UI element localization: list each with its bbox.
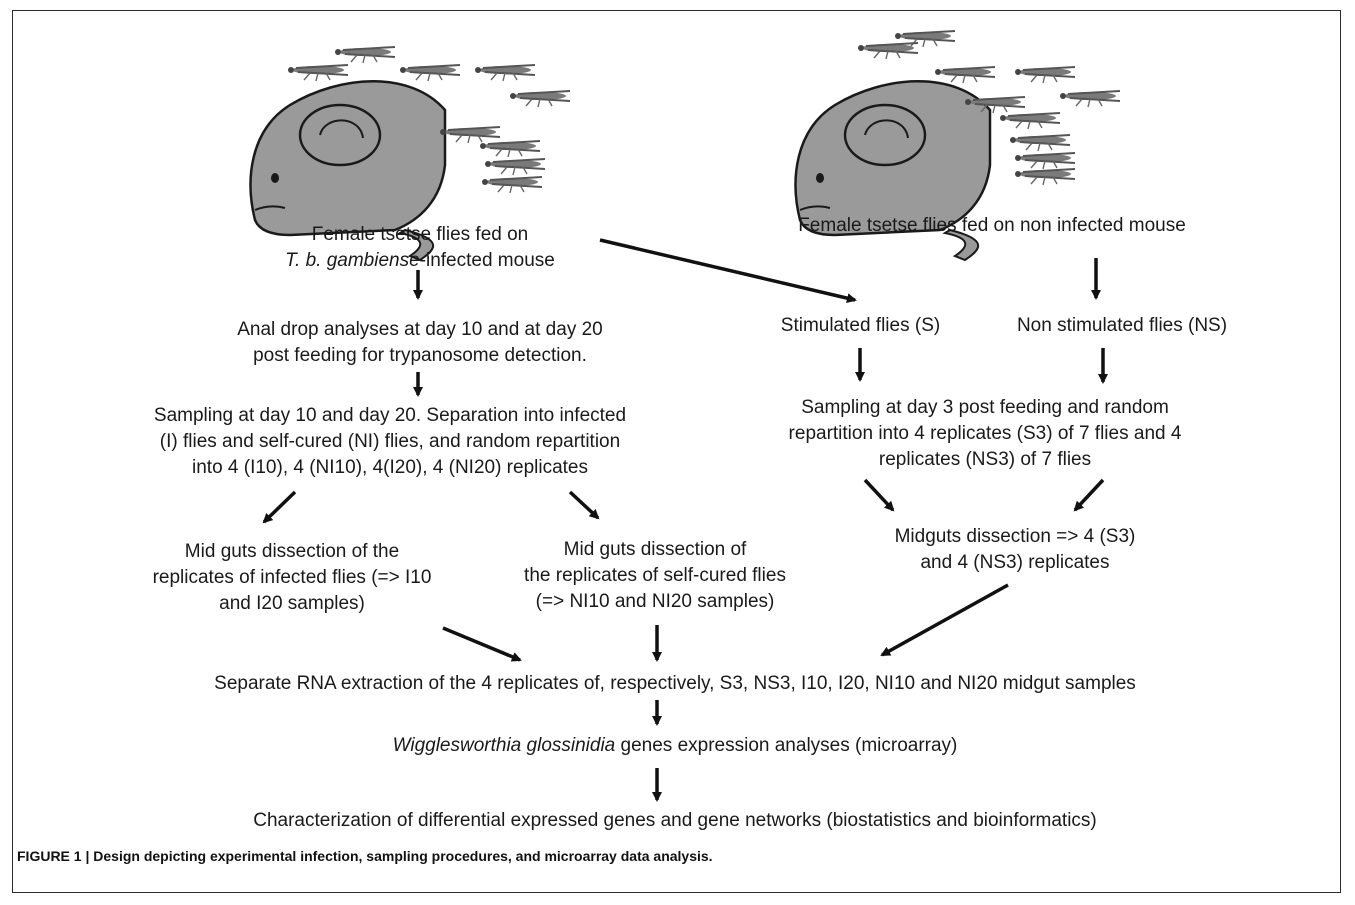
midgut-selfcured-line2: the replicates of self-cured flies: [524, 565, 786, 586]
sampling-infected-label: Sampling at day 10 and day 20. Separatio…: [100, 403, 680, 481]
flow-arrows: [262, 238, 1108, 802]
arrow-sampling-to-midgut-selfcured: [568, 490, 600, 520]
sampling-day3-label: Sampling at day 3 post feeding and rando…: [745, 395, 1225, 473]
infected-feed-line1: Female tsetse flies fed on: [311, 224, 529, 245]
midgut-s3-line2: and 4 (NS3) replicates: [920, 552, 1110, 573]
rna-extraction-label: Separate RNA extraction of the 4 replica…: [214, 673, 1136, 694]
noninfected-feed-label: Female tsetse flies fed on non infected …: [798, 215, 1186, 236]
arrow-s3-sampling-to-midgut: [863, 478, 895, 512]
anal-drop-label: Anal drop analyses at day 10 and at day …: [175, 317, 665, 369]
stimulated-label: Stimulated flies (S): [780, 315, 941, 336]
microarray-rest: genes expression analyses (microarray): [615, 735, 958, 756]
midgut-infected-label: Mid guts dissection of the replicates of…: [112, 539, 472, 617]
infected-feed-rest: -infected mouse: [419, 250, 555, 271]
sampling-day3-line2: repartition into 4 replicates (S3) of 7 …: [788, 423, 1182, 444]
midgut-selfcured-label: Mid guts dissection of the replicates of…: [480, 537, 830, 615]
arrow-midgut-infected-to-rna: [442, 626, 522, 662]
midgut-infected-line2: replicates of infected flies (=> I10: [152, 567, 432, 588]
microarray-species: Wigglesworthia glossinidia: [392, 735, 616, 756]
midgut-s3-line1: Midguts dissection => 4 (S3): [894, 526, 1136, 547]
infected-feed-line2: T. b. gambiense-infected mouse: [230, 248, 610, 274]
midgut-s3-label: Midguts dissection => 4 (S3) and 4 (NS3)…: [850, 524, 1180, 576]
midgut-selfcured-line1: Mid guts dissection of: [563, 539, 747, 560]
sampling-infected-line3: into 4 (I10), 4 (NI10), 4(I20), 4 (NI20)…: [192, 457, 588, 478]
non-stimulated-label: Non stimulated flies (NS): [1016, 315, 1228, 336]
figure-caption: FIGURE 1 | Design depicting experimental…: [17, 848, 713, 864]
arrow-ns3-sampling-to-midgut: [1073, 478, 1105, 512]
sampling-infected-line2: (I) flies and self-cured (NI) flies, and…: [159, 431, 621, 452]
arrow-sampling-to-midgut-infected: [262, 490, 297, 524]
infected-feed-species: T. b. gambiense: [285, 250, 420, 271]
midgut-selfcured-line3: (=> NI10 and NI20 samples): [535, 591, 775, 612]
arrow-feed-to-stimulated: [599, 238, 857, 304]
figure-frame: [12, 10, 1341, 893]
microarray-label: Wigglesworthia glossinidia genes express…: [330, 733, 1020, 759]
sampling-day3-line1: Sampling at day 3 post feeding and rando…: [801, 397, 1169, 418]
anal-drop-line2: post feeding for trypanosome detection.: [253, 345, 587, 366]
arrow-midgut-s3-to-rna: [880, 583, 1009, 657]
anal-drop-line1: Anal drop analyses at day 10 and at day …: [237, 319, 603, 340]
characterization-label: Characterization of differential express…: [253, 810, 1097, 831]
midgut-infected-line3: and I20 samples): [219, 593, 365, 614]
midgut-infected-line1: Mid guts dissection of the: [184, 541, 400, 562]
infected-feed-label: Female tsetse flies fed on T. b. gambien…: [230, 222, 610, 274]
sampling-day3-line3: replicates (NS3) of 7 flies: [878, 449, 1092, 470]
sampling-infected-line1: Sampling at day 10 and day 20. Separatio…: [153, 405, 627, 426]
